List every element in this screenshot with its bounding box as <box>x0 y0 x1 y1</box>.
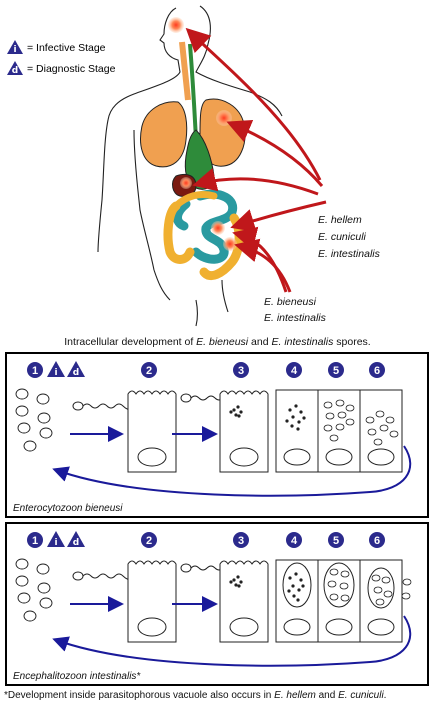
meronts <box>229 572 305 602</box>
esophagus <box>179 41 191 101</box>
infection-spot-lung <box>216 110 232 126</box>
infective-stage-icon: i <box>7 40 23 55</box>
infective-stage-icon: i <box>47 361 65 378</box>
infection-spot-intestine <box>211 221 225 235</box>
stage-5-badge: 5 <box>328 362 344 378</box>
diagnostic-stage-icon: d <box>67 531 85 548</box>
spore-cluster <box>15 558 53 622</box>
footnote: *Development inside parasitophorous vacu… <box>4 690 387 701</box>
species-label-intestinalis: E. intestinalis <box>318 248 380 260</box>
right-lung <box>199 98 246 167</box>
svg-text:i: i <box>54 368 57 378</box>
svg-text:5: 5 <box>333 365 339 377</box>
sporoblasts <box>323 399 399 446</box>
svg-text:6: 6 <box>374 535 380 547</box>
species-label-intestinalis-lower: E. intestinalis <box>264 312 326 324</box>
infective-stage-label: = Infective Stage <box>27 42 106 54</box>
svg-text:5: 5 <box>333 535 339 547</box>
svg-text:3: 3 <box>238 365 244 377</box>
svg-text:1: 1 <box>32 365 38 377</box>
development-title: Intracellular development of E. bieneusi… <box>64 336 371 348</box>
panel-2-cells: 1 i d 2 3 4 5 6 <box>15 531 412 667</box>
small-intestine-2 <box>173 199 191 231</box>
panel-bieneusi: Enterocytozoon bieneusi <box>5 352 429 518</box>
infective-stage-icon: i <box>47 531 65 548</box>
stage-4-badge: 4 <box>286 362 302 378</box>
diagnostic-stage-icon: d <box>7 61 23 76</box>
stage-2-badge: 2 <box>141 532 157 548</box>
infection-spot-head <box>168 17 184 33</box>
species-label-cuniculi: E. cuniculi <box>318 231 366 243</box>
stage-3-badge: 3 <box>233 362 249 378</box>
svg-text:2: 2 <box>146 535 152 547</box>
diagnostic-stage-label: = Diagnostic Stage <box>27 63 116 75</box>
dissemination-arrows <box>185 27 327 293</box>
svg-text:4: 4 <box>291 535 298 547</box>
species-label-hellem: E. hellem <box>318 214 362 226</box>
small-intestine <box>191 189 238 264</box>
cycle-arrow <box>52 445 412 497</box>
svg-text:i: i <box>13 45 16 55</box>
panel-1-cells: 1 i d 2 3 4 5 6 <box>15 361 412 497</box>
cycle-arrow <box>52 615 412 667</box>
svg-text:3: 3 <box>238 535 244 547</box>
svg-text:d: d <box>73 538 79 548</box>
svg-text:4: 4 <box>291 365 298 377</box>
stage-6-badge: 6 <box>369 362 385 378</box>
svg-text:d: d <box>12 66 18 76</box>
svg-text:d: d <box>73 368 79 378</box>
colon-top <box>172 190 218 210</box>
stage-3-badge: 3 <box>233 532 249 548</box>
infection-spot-liver <box>180 177 192 189</box>
panel-1-species-name: Enterocytozoon bieneusi <box>13 503 123 514</box>
svg-text:1: 1 <box>32 535 38 547</box>
stage-1-badge: 1 <box>27 532 43 548</box>
infection-spot-colon <box>223 237 237 251</box>
esophagus-green <box>188 43 198 141</box>
polar-tube <box>72 393 228 411</box>
svg-text:i: i <box>54 538 57 548</box>
stage-1-badge: 1 <box>27 362 43 378</box>
stage-4-badge: 4 <box>286 532 302 548</box>
left-lung <box>140 101 188 168</box>
organs <box>140 17 246 281</box>
panel-2-species-name: Encephalitozoon intestinalis* <box>13 671 141 682</box>
parasitophorous-vacuoles <box>282 562 395 609</box>
spore-cluster <box>15 388 53 452</box>
diagnostic-stage-icon: d <box>67 361 85 378</box>
human-body-outline <box>97 5 283 327</box>
stage-6-badge: 6 <box>369 532 385 548</box>
meronts <box>229 404 306 431</box>
svg-text:2: 2 <box>146 365 152 377</box>
species-label-bieneusi: E. bieneusi <box>264 296 316 308</box>
panel-intestinalis: Encephalitozoon intestinalis* <box>5 522 429 686</box>
stage-5-badge: 5 <box>328 532 344 548</box>
stage-2-badge: 2 <box>141 362 157 378</box>
sporoblasts <box>327 568 412 606</box>
legend: i = Infective Stage d = Diagnostic Stage <box>7 40 116 76</box>
svg-text:6: 6 <box>374 365 380 377</box>
